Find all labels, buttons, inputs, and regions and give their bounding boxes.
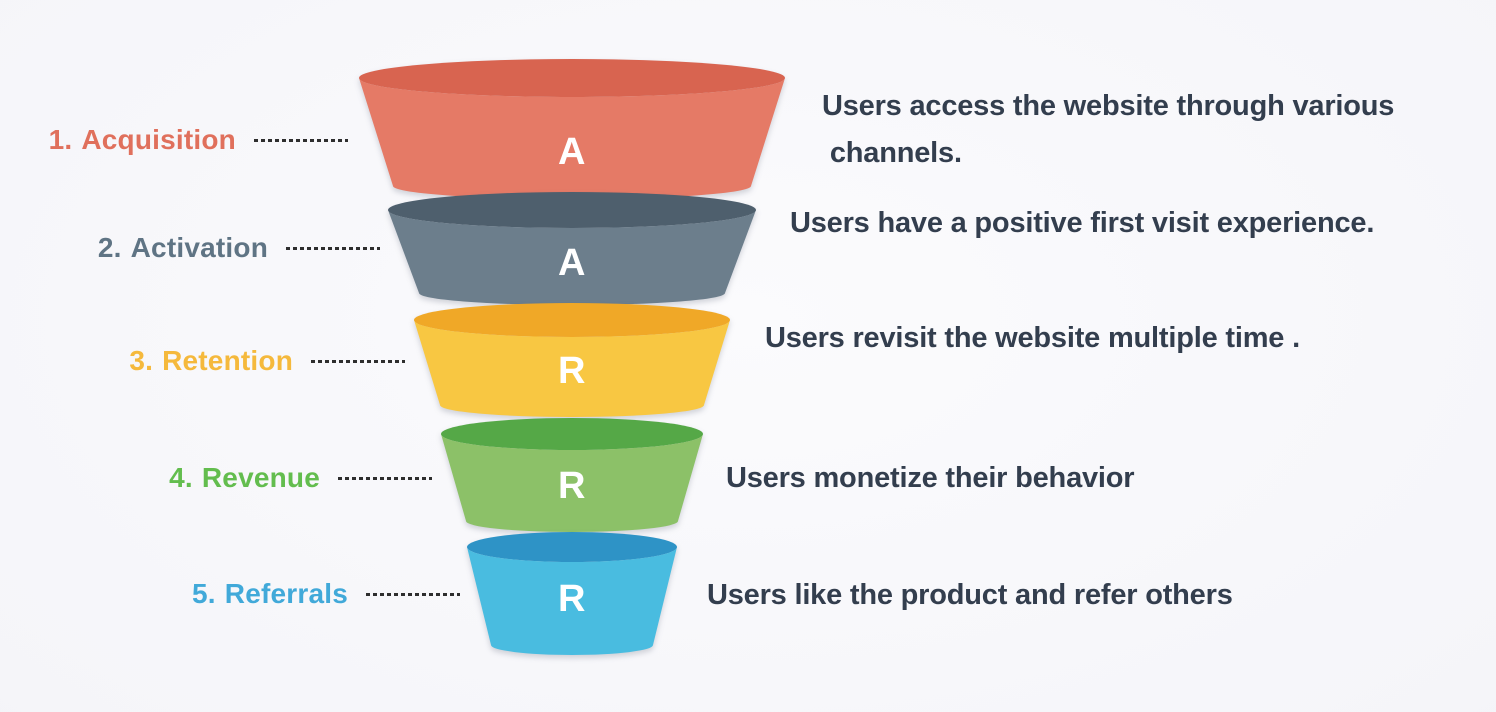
funnel-letter: R: [558, 578, 586, 620]
funnel-stage-body: [388, 210, 756, 305]
stage-label: 1. Acquisition: [49, 124, 236, 156]
funnel-stage-body: [441, 434, 703, 532]
stage-number: 3.: [129, 345, 154, 376]
stage-description-activation: Users have a positive first visit experi…: [790, 207, 1375, 239]
stage-name: Retention: [162, 345, 293, 376]
funnel-stage-body: [414, 320, 730, 417]
stage-description-revenue: Users monetize their behavior: [726, 462, 1135, 494]
funnel-stage-retention: [414, 303, 730, 417]
stage-description-referrals: Users like the product and refer others: [707, 579, 1233, 611]
funnel-letter: A: [558, 131, 586, 173]
stage-description-retention: Users revisit the website multiple time …: [765, 322, 1300, 354]
stage-label: 2. Activation: [98, 232, 268, 264]
stage-number: 1.: [48, 124, 73, 155]
funnel-stage-body: [359, 78, 785, 199]
stage-number: 4.: [169, 462, 193, 493]
stage-number: 2.: [97, 232, 122, 263]
funnel-stage-acquisition: [359, 59, 785, 199]
funnel-letter: R: [558, 465, 586, 507]
funnel-stage-rim: [359, 59, 785, 97]
stage-label-row-activation: 2. Activation: [0, 230, 380, 266]
funnel-letter: A: [558, 242, 586, 284]
stage-number: 5.: [192, 578, 216, 609]
stage-name: Acquisition: [81, 124, 236, 155]
stage-description-acquisition: Users access the website through various…: [822, 90, 1395, 169]
stage-label-row-retention: 3. Retention: [0, 343, 405, 379]
stage-label-row-acquisition: 1. Acquisition: [0, 122, 348, 158]
stage-label: 3. Retention: [129, 345, 293, 377]
funnel-stage-body: [467, 547, 677, 655]
funnel-stage-rim: [388, 192, 756, 228]
connector-dotted-line: [286, 246, 380, 250]
funnel-stage-rim: [467, 532, 677, 562]
connector-dotted-line: [254, 138, 348, 142]
funnel-stage-revenue: [441, 418, 703, 532]
stage-label: 5. Referrals: [192, 578, 348, 610]
stage-label-row-revenue: 4. Revenue: [0, 460, 432, 496]
connector-dotted-line: [311, 359, 405, 363]
funnel-stage-rim: [441, 418, 703, 450]
connector-dotted-line: [338, 476, 432, 480]
funnel-stage-activation: [388, 192, 756, 305]
connector-dotted-line: [366, 592, 460, 596]
stage-label: 4. Revenue: [169, 462, 320, 494]
funnel-stage-rim: [414, 303, 730, 337]
funnel-letter: R: [558, 350, 586, 392]
stage-name: Revenue: [201, 462, 320, 493]
stage-name: Activation: [130, 232, 268, 263]
stage-label-row-referrals: 5. Referrals: [0, 576, 460, 612]
stage-name: Referrals: [224, 578, 348, 609]
funnel-stage-referrals: [467, 532, 677, 655]
